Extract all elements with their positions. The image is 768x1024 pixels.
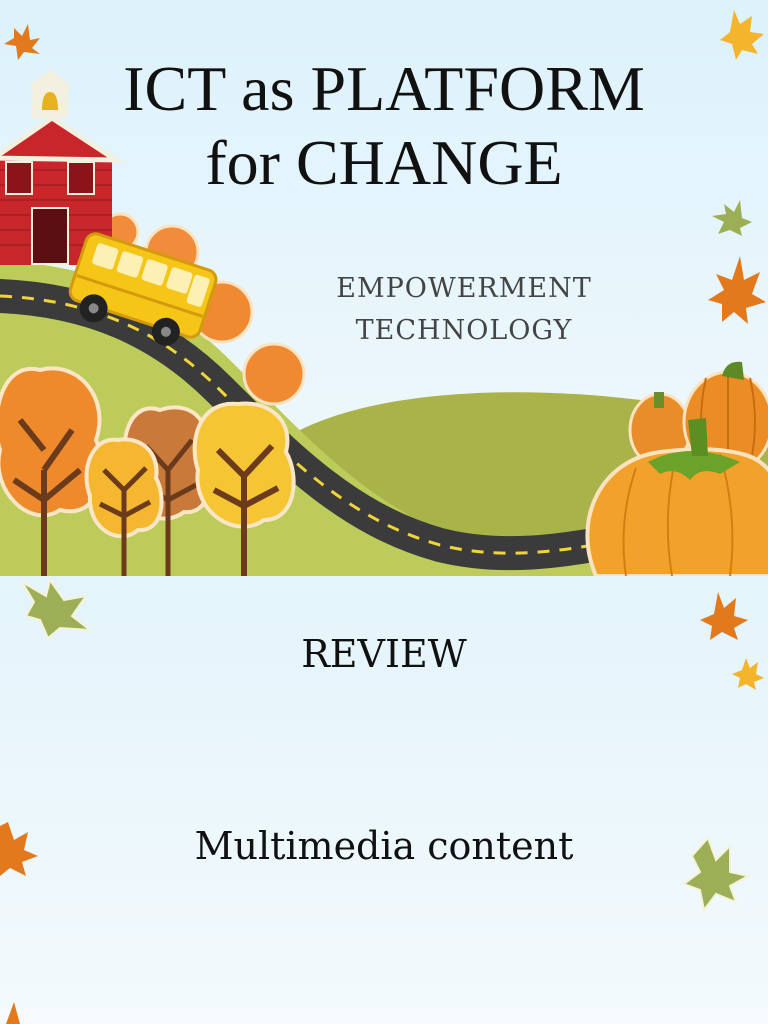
leaf-icon bbox=[4, 24, 40, 60]
slide-subtitle-line-2: TECHNOLOGY bbox=[355, 315, 573, 346]
slide-2: REVIEW Multimedia content bbox=[0, 576, 768, 1024]
review-heading: REVIEW bbox=[301, 632, 467, 676]
leaf-icon bbox=[712, 200, 752, 236]
bell-icon bbox=[42, 92, 58, 110]
road-centerline bbox=[0, 294, 621, 555]
leaf-icon bbox=[700, 592, 748, 640]
slide-1: ICT as PLATFORM for CHANGE EMPOWERMENT T… bbox=[0, 0, 768, 576]
pumpkin-icon bbox=[585, 418, 768, 576]
leaf-icon bbox=[0, 822, 38, 876]
leaf-icon bbox=[720, 10, 764, 60]
tree-icon bbox=[192, 401, 296, 576]
leaf-decorations bbox=[0, 577, 764, 1024]
schoolhouse-icon bbox=[0, 70, 125, 265]
autumn-scene-illustration bbox=[0, 10, 768, 576]
tree-icon bbox=[84, 437, 164, 576]
tree-icon bbox=[0, 366, 104, 576]
slide-subtitle-line-1: EMPOWERMENT bbox=[336, 273, 592, 304]
leaf-icon bbox=[732, 658, 764, 690]
leaf-icon bbox=[6, 1002, 20, 1024]
multimedia-content-text: Multimedia content bbox=[194, 824, 574, 868]
school-bus-icon bbox=[68, 232, 218, 346]
slide-title-line-1: ICT as PLATFORM bbox=[123, 53, 645, 124]
leaf-icon bbox=[681, 836, 751, 913]
leaf-icon bbox=[708, 256, 766, 324]
slide-title-line-2: for CHANGE bbox=[205, 127, 563, 198]
leaf-icon bbox=[21, 577, 94, 640]
